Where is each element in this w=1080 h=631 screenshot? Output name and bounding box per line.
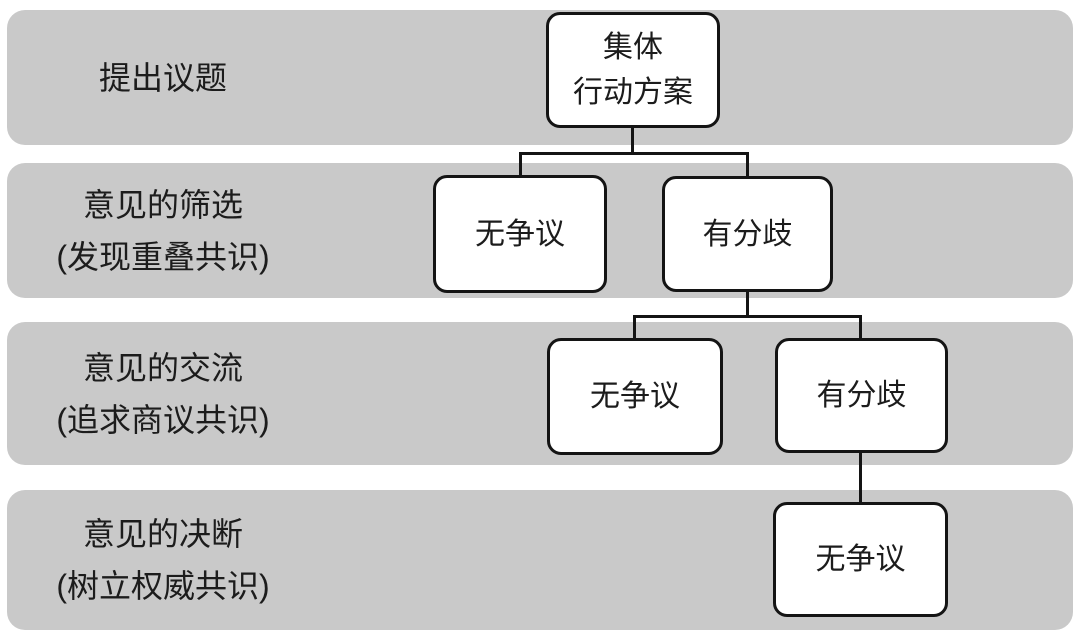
stage-label: 意见的交流 (追求商议共识) (17, 322, 309, 465)
node-text: 无争议 (475, 217, 565, 251)
stage-label: 意见的决断 (树立权威共识) (17, 490, 309, 630)
node-text-line1: 集体 (603, 31, 663, 64)
node-text-line2: 行动方案 (573, 76, 693, 109)
connector-root-stem (631, 126, 634, 154)
stage-subtitle: (追求商议共识) (56, 401, 270, 438)
node-text: 有分歧 (816, 379, 907, 412)
connector-stage3-right-drop (859, 315, 862, 340)
stage-title: 意见的决断 (82, 516, 243, 552)
node-text: 无争议 (815, 543, 906, 576)
stage-title: 意见的筛选 (82, 186, 243, 223)
connector-stage2-left-drop (519, 152, 522, 177)
node-collective-action-plan: 集体 行动方案 (546, 12, 720, 128)
node-text: 有分歧 (702, 217, 793, 251)
node-stage3-disagreement: 有分歧 (775, 338, 948, 453)
stage-label: 意见的筛选 (发现重叠共识) (17, 163, 309, 298)
connector-stage2-bar (519, 152, 749, 155)
connector-stage2-right-stem (746, 290, 749, 317)
node-stage3-no-dispute: 无争议 (547, 338, 723, 455)
connector-stage3-left-drop (633, 315, 636, 340)
connector-stage3-bar (633, 315, 862, 318)
connector-stage4-stem (859, 451, 862, 504)
connector-stage2-right-drop (746, 152, 749, 178)
stage-subtitle: (发现重叠共识) (56, 238, 270, 275)
node-stage2-no-dispute: 无争议 (433, 175, 607, 293)
stage-band-propose-topic: 提出议题 (7, 10, 1073, 145)
node-stage2-disagreement: 有分歧 (662, 176, 833, 292)
node-stage4-no-dispute: 无争议 (773, 502, 948, 617)
stage-title: 意见的交流 (82, 349, 243, 386)
stage-subtitle: (树立权威共识) (56, 568, 270, 604)
node-text: 无争议 (590, 380, 680, 413)
stage-label: 提出议题 (17, 10, 309, 145)
stage-title: 提出议题 (98, 59, 227, 96)
